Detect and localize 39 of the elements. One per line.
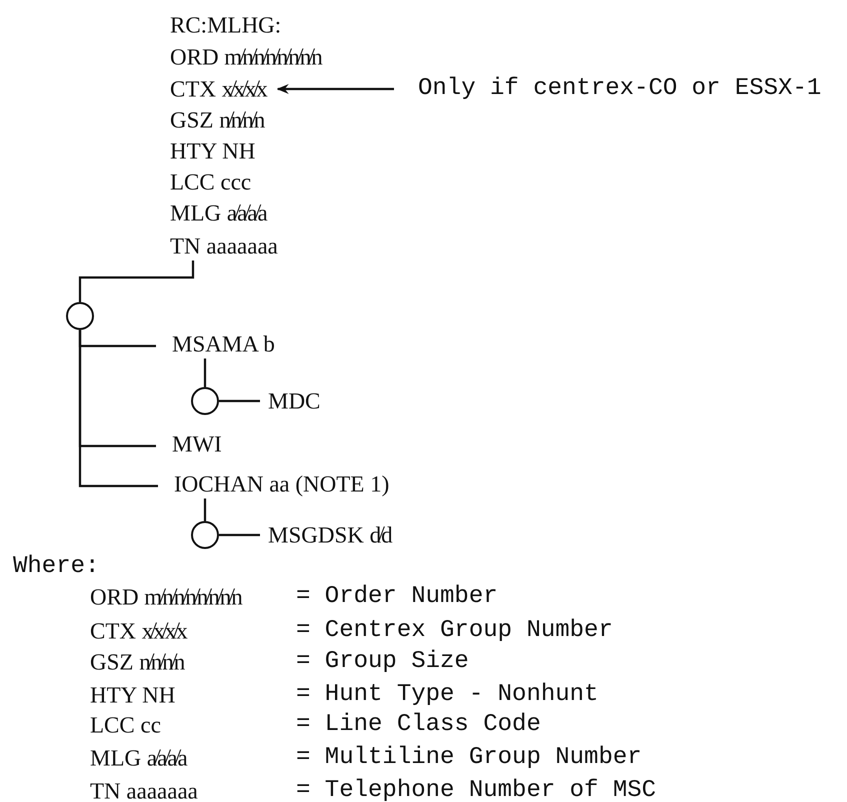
- parameter-text: IOCHAN aa (NOTE 1): [174, 472, 390, 496]
- parameter-definition: = Hunt Type - Nonhunt: [296, 683, 598, 707]
- parameter-code: TN aaaaaaa: [90, 780, 198, 802]
- parameter-text: LCC ccc: [170, 170, 252, 194]
- connector-line: [204, 498, 206, 521]
- parameter-definition: = Telephone Number of MSC: [296, 779, 656, 802]
- connector-line: [219, 400, 260, 402]
- parameter-code: ORD m̸n̸n̸n̸n̸n̸n̸n: [90, 586, 243, 608]
- parameter-text: TN aaaaaaa: [170, 234, 278, 258]
- command-text: RC:MLHG:: [170, 14, 282, 36]
- junction-circle: [191, 521, 219, 549]
- arrow: [276, 84, 394, 94]
- parameter-code: HTY NH: [90, 684, 176, 706]
- parameter-text: MLG a̸a̸a̸a: [170, 202, 268, 224]
- connector-line: [219, 534, 260, 536]
- parameter-text: ORD m̸n̸n̸n̸n̸n̸n̸n: [170, 46, 323, 68]
- parameter-text: HTY NH: [170, 140, 256, 162]
- junction-circle: [191, 387, 219, 415]
- parameter-definition: = Group Size: [296, 650, 469, 674]
- parameter-definition: = Centrex Group Number: [296, 619, 613, 643]
- parameter-code: CTX x̸x̸x̸x: [90, 620, 188, 642]
- parameter-code: GSZ n̸n̸n̸n: [90, 650, 186, 674]
- connector-line: [78, 330, 158, 488]
- parameter-code: MLG a̸a̸a̸a: [90, 746, 188, 770]
- parameter-definition: = Line Class Code: [296, 713, 541, 737]
- note-text: Only if centrex-CO or ESSX-1: [418, 77, 822, 101]
- parameter-text: GSZ n̸n̸n̸n: [170, 108, 266, 132]
- connector-line: [204, 358, 206, 387]
- parameter-text: CTX x̸x̸x̸x: [170, 78, 268, 100]
- parameter-text: MWI: [172, 432, 222, 456]
- where-heading: Where:: [13, 555, 100, 579]
- parameter-code: LCC cc: [90, 714, 161, 736]
- parameter-definition: = Order Number: [296, 585, 498, 609]
- parameter-text: MSAMA b: [172, 332, 275, 356]
- junction-circle: [66, 302, 94, 330]
- parameter-definition: = Multiline Group Number: [296, 746, 642, 770]
- parameter-text: MDC: [268, 390, 320, 412]
- parameter-text: MSGDSK d̸d: [268, 524, 393, 546]
- connector-line: [78, 260, 194, 302]
